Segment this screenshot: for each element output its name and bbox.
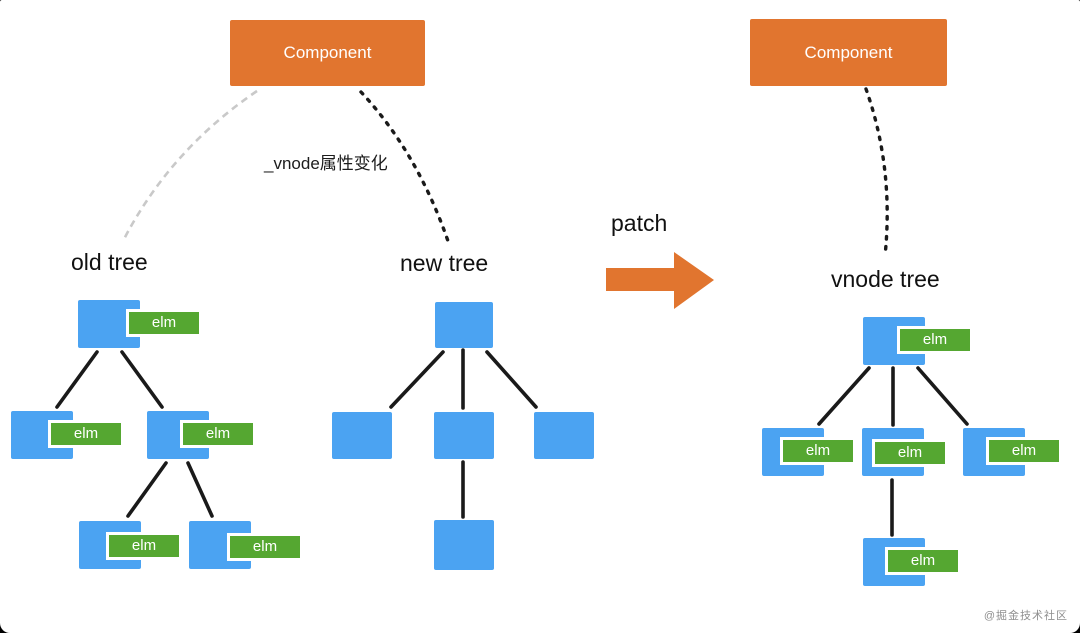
new-tree-grandchild-node xyxy=(434,520,494,570)
new-tree-child-2-node xyxy=(434,412,494,459)
old-tree-child-2-node: elm xyxy=(147,411,256,459)
vnode-tree-edges xyxy=(817,366,969,537)
vnode-tree-title: vnode tree xyxy=(831,266,940,292)
old-tree-title: old tree xyxy=(71,249,148,275)
old-tree-edge xyxy=(186,461,214,518)
new-tree-child-1-node xyxy=(332,412,392,459)
component-to-vnode-tree-dotted-line xyxy=(864,87,889,258)
elm-badge: elm xyxy=(872,439,948,467)
old-tree-edges xyxy=(55,350,214,518)
new-tree-edges xyxy=(389,348,538,519)
elm-badge: elm xyxy=(48,420,124,448)
new-tree-edge xyxy=(389,350,445,409)
old-tree-edge xyxy=(120,350,164,409)
new-tree-child-3-node xyxy=(534,412,594,459)
vnode-tree-root-node: elm xyxy=(863,317,973,365)
elm-badge: elm xyxy=(986,437,1062,465)
vnode-tree-grandchild-node: elm xyxy=(863,538,961,586)
old-tree-grandchild-1-node: elm xyxy=(79,521,182,569)
old-tree-child-1-node: elm xyxy=(11,411,124,459)
elm-badge: elm xyxy=(106,532,182,560)
component-box-right-label: Component xyxy=(804,42,893,62)
elm-badge: elm xyxy=(180,420,256,448)
elm-badge: elm xyxy=(897,326,973,354)
elm-badge: elm xyxy=(227,533,303,561)
component-box-right: Component xyxy=(750,19,947,86)
old-tree-edge xyxy=(55,350,99,409)
elm-badge: elm xyxy=(885,547,961,575)
vnode-tree-edge xyxy=(817,366,871,426)
vnode-tree-edge xyxy=(916,366,969,426)
patch-label: patch xyxy=(611,210,668,236)
component-box-left: Component xyxy=(230,20,425,86)
new-tree-title: new tree xyxy=(400,250,489,276)
old-tree-grandchild-2-node: elm xyxy=(189,521,303,569)
old-tree-root-node: elm xyxy=(78,300,202,348)
watermark: @掘金技术社区 xyxy=(983,610,1068,622)
vnode-change-label: _vnode属性变化 xyxy=(264,154,388,173)
elm-badge: elm xyxy=(780,437,856,465)
component-to-old-tree-dashed-line xyxy=(121,89,258,242)
vnode-tree-child-3-node: elm xyxy=(963,428,1062,476)
new-tree-edge xyxy=(485,350,538,409)
vnode-tree-child-2-node: elm xyxy=(862,428,948,476)
vnode-tree-child-1-node: elm xyxy=(762,428,856,476)
new-tree-root-node xyxy=(435,302,493,348)
old-tree-edge xyxy=(126,461,168,518)
component-to-new-tree-dotted-line xyxy=(359,90,450,243)
component-box-left-label: Component xyxy=(283,43,372,62)
patch-arrow xyxy=(606,252,714,309)
elm-badge: elm xyxy=(126,309,202,337)
